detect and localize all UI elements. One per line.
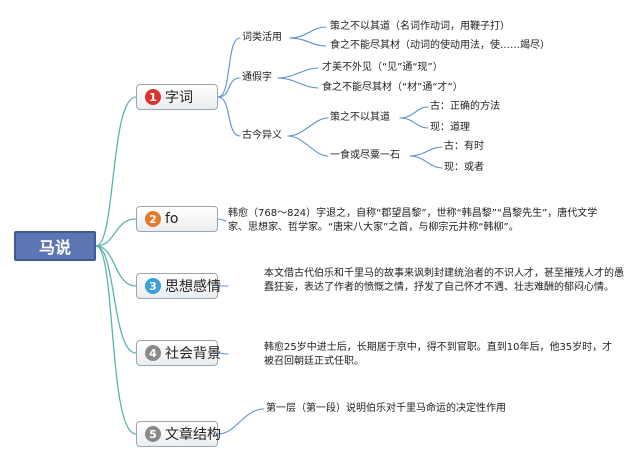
link-ciliu-2 [289, 37, 327, 47]
node-gujin[interactable]: 古今异义 [242, 130, 282, 141]
emotion-text[interactable]: 本文借古代伯乐和千里马的故事来讽刺封建统治者的不识人才，甚至摧残人才的愚蠢狂妄，… [264, 268, 624, 293]
branch-author[interactable]: 2 fo [136, 206, 218, 232]
branch-label: fo [165, 211, 179, 227]
link-sub2-1 [409, 146, 443, 157]
number-badge-4: 4 [145, 345, 161, 361]
root-label: 马说 [38, 238, 71, 257]
node-gujin-sub-2-item-2[interactable]: 现：或者 [444, 162, 484, 173]
branch-label: 思想感情 [165, 279, 221, 295]
link-gujin-1 [287, 117, 329, 137]
branch-background[interactable]: 4 社会背景 [136, 340, 221, 366]
link-b1-ciliu [217, 37, 241, 98]
branch-structure[interactable]: 5 文章结构 [136, 421, 221, 447]
link-root-5 [95, 245, 137, 435]
node-ciliu-item-2[interactable]: 食之不能尽其材（动词的使动用法，使……竭尽） [330, 40, 550, 51]
link-root-3 [95, 245, 137, 287]
number-badge-1: 1 [145, 89, 161, 105]
node-gujin-sub-1[interactable]: 策之不以其道 [330, 112, 390, 123]
branch-emotion[interactable]: 3 思想感情 [136, 273, 221, 299]
node-tongjia[interactable]: 通假字 [242, 72, 272, 83]
background-text[interactable]: 韩愈25岁中进士后，长期居于京中，得不到官职。直到10年后，他35岁时，才被召回… [264, 342, 613, 367]
branch-vocabulary[interactable]: 1 字词 [136, 84, 218, 110]
link-root-2 [95, 218, 137, 247]
structure-text[interactable]: 第一层（第一段）说明伯乐对千里马命运的决定性作用 [266, 403, 506, 414]
link-sub2-2 [409, 155, 443, 169]
node-gujin-sub-1-item-2[interactable]: 现：道理 [430, 122, 470, 133]
link-sub1-1 [399, 106, 429, 119]
link-ciliu-1 [289, 26, 327, 39]
number-badge-3: 3 [145, 278, 161, 294]
author-text[interactable]: 韩愈（768～824）字退之，自称“郡望昌黎”，世称“韩昌黎”“昌黎先生”，唐代… [228, 208, 598, 233]
link-sub1-2 [399, 117, 429, 129]
branch-label: 字词 [165, 90, 193, 106]
root-node[interactable]: 马说 [14, 231, 96, 261]
branch-label: 社会背景 [165, 346, 221, 362]
branch-label: 文章结构 [165, 427, 221, 443]
node-tongjia-item-2[interactable]: 食之不能尽其材（“材”通“才”） [322, 82, 463, 93]
number-badge-2: 2 [145, 211, 161, 227]
node-ciliu-item-1[interactable]: 策之不以其道（名词作动词，用鞭子打） [330, 21, 510, 32]
link-tongjia-2 [277, 77, 319, 89]
link-gujin-2 [287, 135, 329, 157]
link-root-1 [95, 96, 137, 247]
node-tongjia-item-1[interactable]: 才美不外见（“见”通“现”） [322, 62, 443, 73]
link-tongjia-1 [277, 67, 319, 79]
link-b2-text [217, 218, 227, 222]
node-gujin-sub-2[interactable]: 一食或尽粟一石 [330, 150, 400, 161]
link-b1-gujin [217, 96, 241, 137]
node-gujin-sub-2-item-1[interactable]: 古：有时 [444, 141, 484, 152]
link-b4-text [217, 352, 229, 355]
link-b1-tongjia [217, 77, 241, 98]
link-root-4 [95, 245, 137, 354]
number-badge-5: 5 [145, 426, 161, 442]
node-ciliu[interactable]: 词类活用 [242, 32, 282, 43]
node-gujin-sub-1-item-1[interactable]: 古：正确的方法 [430, 101, 500, 112]
link-b5-text [217, 408, 265, 435]
